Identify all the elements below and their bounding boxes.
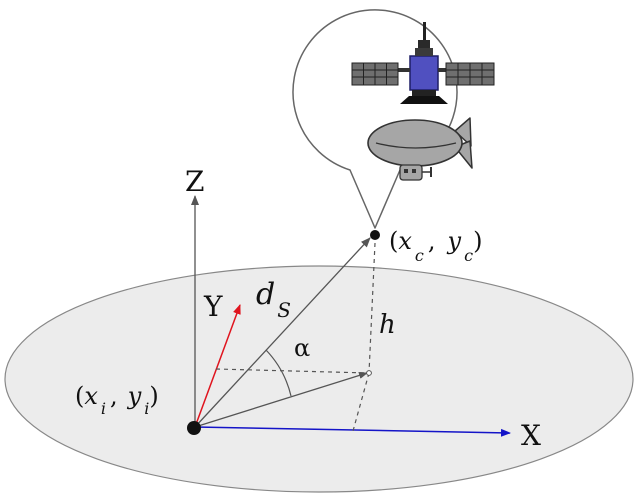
ground-projection-vector: [194, 372, 368, 428]
y-axis: [194, 304, 241, 428]
height-label: h: [379, 310, 396, 340]
ground-node-point: [187, 421, 201, 435]
x-axis: [194, 426, 511, 437]
callout-bubble: [292, 9, 458, 229]
right-solar-panel: [445, 62, 495, 86]
z-axis-label: Z: [185, 165, 204, 198]
projection-point: [366, 370, 372, 376]
angle-label: α: [294, 334, 310, 362]
airship-icon: [367, 117, 473, 181]
left-solar-panel: [351, 62, 399, 86]
y-axis-label: Y: [203, 290, 223, 323]
angle-arc: [265, 349, 292, 397]
x-axis-label: X: [521, 419, 541, 452]
aerial-node-label: (xc,yc): [389, 227, 482, 265]
satellite-icon: [351, 22, 495, 104]
aerial-node-point: [370, 230, 380, 240]
ground-plane: [4, 265, 634, 493]
dashed-y-parallel: [352, 372, 370, 432]
dashed-x-parallel: [215, 368, 370, 374]
distance-vector: [194, 237, 371, 428]
height-line: [368, 242, 376, 374]
